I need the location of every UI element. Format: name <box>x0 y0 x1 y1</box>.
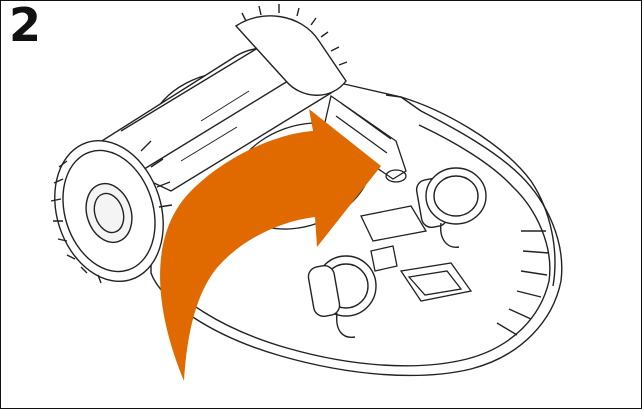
left-wheel <box>50 139 173 284</box>
step-number: 2 <box>9 0 42 52</box>
rear-right-wheel <box>234 4 348 96</box>
front-caster-wheel-right <box>415 167 487 248</box>
battery-cover <box>360 205 473 302</box>
rotate-arrow <box>160 109 381 381</box>
front-caster-wheel-left <box>307 255 377 338</box>
